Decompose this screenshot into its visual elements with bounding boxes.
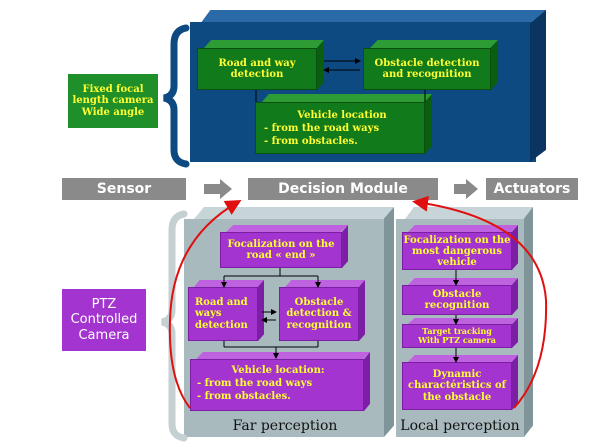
local-obstacle-line1: Obstacle (432, 288, 482, 300)
local-dynamic-line2: charactéristics of (408, 380, 506, 392)
far-road-line3: detection (195, 319, 248, 331)
far-obstacle-line2: detection & (286, 308, 352, 320)
fixed-camera-label-line2: length camera (72, 95, 154, 107)
obstacle-box-side (491, 40, 498, 90)
far-obstacle-line3: recognition (286, 319, 352, 331)
decision-module-box: Decision Module (248, 178, 438, 200)
vehicle-line3: - from obstacles. (264, 136, 358, 147)
decision-to-actuators-arrow (454, 179, 478, 199)
fixed-camera-label-line1: Fixed focal (82, 83, 144, 95)
actuators-label: Actuators (493, 181, 571, 197)
local-dynamic-box: Dynamic charactéristics of the obstacle (402, 362, 512, 410)
fixed-camera-label-line3: Wide angle (81, 106, 145, 118)
road-way-line2: detection (230, 69, 284, 80)
road-way-box-top (204, 40, 324, 48)
local-dynamic-line3: the obstacle (422, 391, 492, 403)
top-panel-side-face (530, 10, 546, 162)
local-dynamic-line1: Dynamic (432, 368, 482, 380)
local-focal-side (512, 225, 518, 270)
top-brace (163, 24, 190, 168)
sensor-label: Sensor (96, 181, 152, 197)
far-road-line2: ways (195, 308, 222, 320)
obstacle-line2: and recognition (382, 69, 472, 80)
far-obstacle-side (359, 280, 365, 341)
far-focal-top (226, 225, 348, 232)
vehicle-line2: - from the road ways (264, 123, 380, 134)
actuators-box: Actuators (486, 178, 578, 200)
far-focal-line1: Focalization on the (227, 238, 335, 250)
far-vehicle-line1: Vehicle location: (231, 365, 325, 376)
far-obstacle-line1: Obstacle (294, 296, 344, 308)
local-obstacle-top (408, 278, 518, 285)
local-tracking-line1: Target tracking (422, 325, 492, 336)
far-focal-line2: road « end » (246, 250, 316, 261)
far-focal-side (342, 225, 348, 268)
sensor-box: Sensor (62, 178, 186, 200)
top-panel-top-face (200, 10, 546, 24)
far-feedback-red-arrow (168, 200, 242, 409)
local-feedback-red-arrow (412, 195, 548, 409)
far-obstacle-box: Obstacle detection & recognition (279, 287, 359, 341)
far-panel-side (384, 207, 394, 437)
road-way-box-side (317, 40, 324, 90)
local-panel-top (405, 207, 533, 219)
local-focal-line2: most dangerous (412, 245, 502, 257)
ptz-line3: Camera (78, 327, 130, 343)
far-road-top (194, 280, 264, 287)
local-focal-line3: vehicle (437, 256, 477, 268)
far-vehicle-line3: - from obstacles. (197, 391, 291, 402)
vehicle-box-side (425, 94, 432, 154)
local-focalization-box: Focalization on the most dangerous vehic… (402, 232, 512, 270)
obstacle-box-top (370, 40, 498, 48)
far-vehicle-side (364, 352, 370, 411)
far-vehicle-line2: - from the road ways (197, 378, 313, 389)
decision-module-label: Decision Module (278, 181, 408, 197)
ptz-line1: PTZ (91, 296, 117, 312)
road-way-line1: Road and way (218, 57, 296, 69)
ptz-line2: Controlled (70, 312, 138, 328)
local-perception-label: Local perception (400, 418, 520, 434)
obstacle-line1: Obstacle detection (374, 57, 480, 69)
vehicle-line1: Vehicle location (297, 110, 387, 121)
obstacle-detection-box: Obstacle detection and recognition (363, 48, 491, 90)
local-tracking-side (512, 318, 518, 348)
local-tracking-line2: With PTZ camera (418, 335, 496, 345)
fixed-camera-label: Fixed focal length camera Wide angle (68, 74, 158, 128)
far-vehicle-location-box: Vehicle location: - from the road ways -… (190, 359, 364, 411)
local-obstacle-side (512, 278, 518, 315)
sensor-to-decision-arrow (204, 179, 232, 199)
vehicle-location-box: Vehicle location - from the road ways - … (255, 102, 425, 154)
far-road-side (258, 280, 264, 341)
far-perception-label: Far perception (232, 418, 338, 434)
vehicle-box-top (262, 94, 432, 102)
local-focal-line1: Focalization on the (403, 234, 511, 246)
local-panel-side (524, 207, 533, 437)
bottom-brace (161, 210, 188, 442)
local-tracking-top (408, 318, 518, 324)
local-dynamic-top (408, 355, 518, 362)
local-focal-top (408, 225, 518, 232)
road-way-detection-box: Road and way detection (197, 48, 317, 90)
far-vehicle-top (196, 352, 370, 359)
far-panel-top (194, 207, 394, 219)
far-road-line1: Road and (195, 296, 248, 308)
local-dynamic-side (512, 355, 518, 410)
local-obstacle-line2: recognition (424, 300, 490, 311)
far-focalization-box: Focalization on the road « end » (220, 232, 342, 268)
ptz-camera-label: PTZ Controlled Camera (62, 289, 146, 351)
far-obstacle-top (285, 280, 365, 287)
